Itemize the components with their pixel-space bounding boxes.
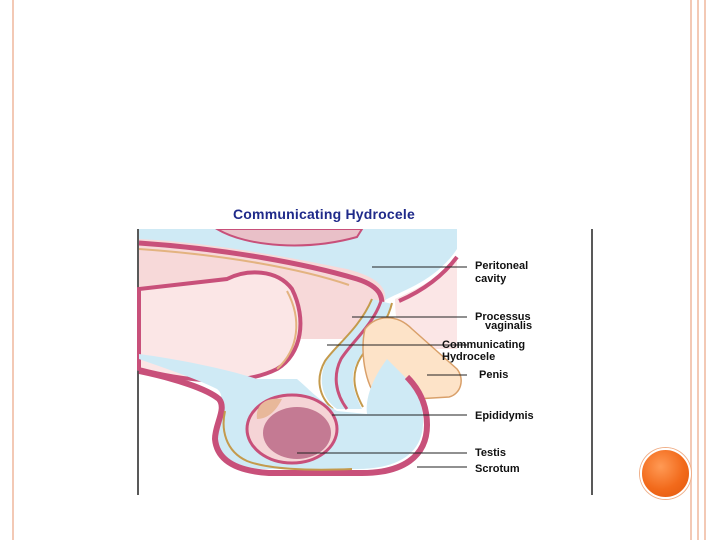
label-peritoneal: Peritoneal: [475, 260, 528, 272]
hydrocele-diagram: Peritoneal cavity Processus vaginalis Co…: [137, 229, 595, 495]
scrotum-wall: [138, 368, 431, 476]
diagram-title: Communicating Hydrocele: [233, 206, 415, 222]
label-hydrocele: Hydrocele: [442, 351, 495, 363]
label-epididymis: Epididymis: [475, 410, 534, 422]
upper-organ: [215, 229, 364, 247]
left-border-decoration: [0, 0, 14, 540]
processus-wall-left: [318, 298, 373, 410]
testis: [263, 407, 331, 459]
fascia-line: [138, 248, 350, 286]
pubic-wall: [398, 255, 459, 303]
right-border-line: [690, 0, 692, 540]
inguinal-fascia: [276, 290, 298, 370]
label-scrotum: Scrotum: [475, 463, 520, 475]
pubic-tissue: [395, 259, 457, 349]
label-panel: [469, 229, 591, 495]
label-processus: Processus: [475, 311, 531, 323]
label-communicating: Communicating: [442, 339, 525, 351]
right-border-line: [697, 0, 699, 540]
label-testis: Testis: [475, 447, 506, 459]
tunica-line: [222, 410, 353, 471]
label-cavity: cavity: [475, 273, 507, 285]
right-border-line: [704, 0, 706, 540]
processus-wall-magenta: [334, 300, 383, 410]
orange-circle-decoration: [640, 448, 691, 499]
epididymis: [256, 398, 282, 419]
abdominal-wall-line: [138, 240, 385, 321]
label-vaginalis: vaginalis: [485, 320, 532, 332]
label-penis: Penis: [479, 369, 508, 381]
